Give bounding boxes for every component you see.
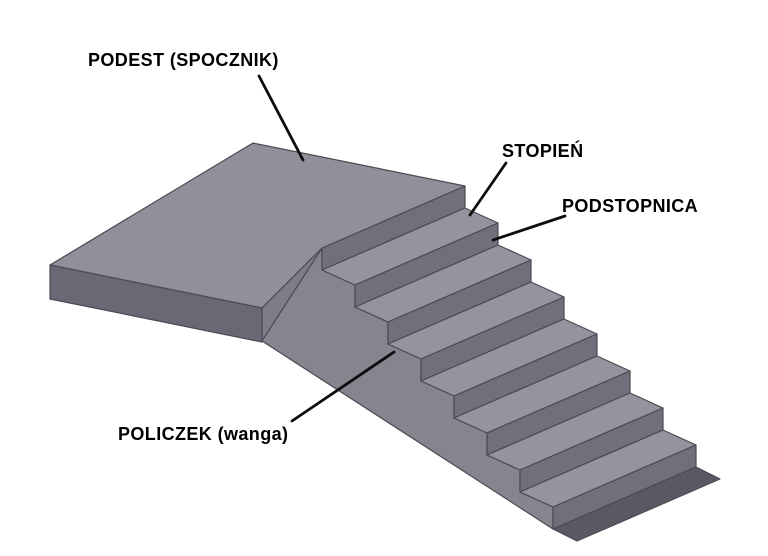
landing-front-face [49,264,263,343]
leader-line-stopien [468,161,508,217]
label-podest: PODEST (SPOCZNIK) [88,50,279,70]
leader-line-podest [257,74,305,162]
leader-line-policzek [290,350,396,423]
label-policzek: POLICZEK (wanga) [118,424,288,444]
label-podstopnica: PODSTOPNICA [562,196,698,216]
stair-base-face [552,466,721,542]
label-stopien: STOPIEŃ [502,140,584,161]
leader-line-podstopnica [491,214,567,242]
